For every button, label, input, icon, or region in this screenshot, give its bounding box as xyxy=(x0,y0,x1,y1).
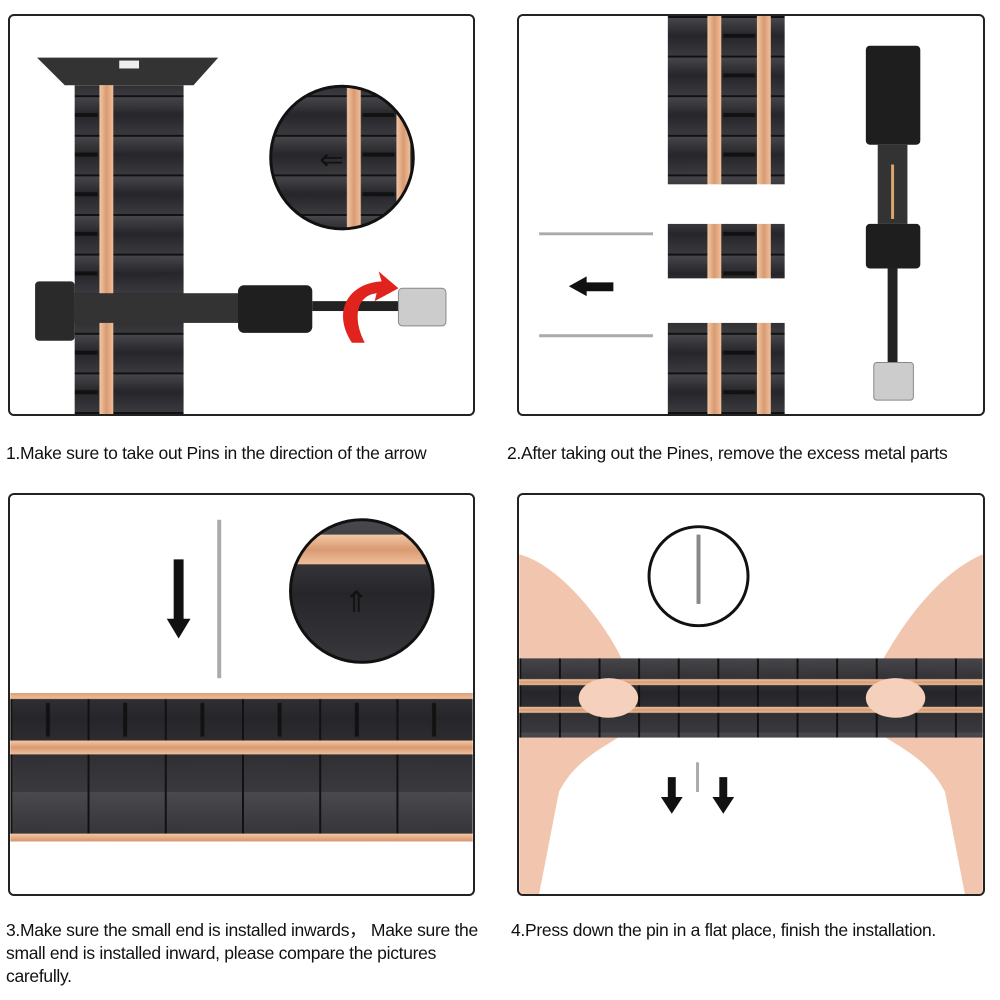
arrow-left-icon xyxy=(568,276,614,297)
step-1-image: ⇐ xyxy=(8,14,475,416)
step-2-image xyxy=(517,14,985,416)
zoom-circle: ⇐ xyxy=(269,84,415,231)
arrow-down-icon xyxy=(712,777,735,814)
band-upper-segment xyxy=(667,16,785,185)
step-2-caption: 2.After taking out the Pines, remove the… xyxy=(507,443,948,463)
arrow-down-icon xyxy=(660,777,683,814)
watch-band xyxy=(37,57,219,414)
pin-removal-tool xyxy=(865,45,921,401)
step-4-image xyxy=(517,493,985,896)
band-removed-link xyxy=(667,223,785,279)
band-lower-segment xyxy=(667,322,785,414)
zoom-circle xyxy=(647,525,750,628)
arrow-up-icon: ⇑ xyxy=(344,586,369,619)
arrow-down-icon xyxy=(166,559,191,639)
rotate-arrow-icon xyxy=(343,271,399,343)
zoom-circle: ⇑ xyxy=(289,518,435,664)
arrow-left-icon: ⇐ xyxy=(319,143,344,176)
step-4-caption: 4.Press down the pin in a flat place, fi… xyxy=(511,920,936,940)
step-3-image: ⇑ xyxy=(8,493,475,896)
step-3-caption: 3.Make sure the small end is installed i… xyxy=(6,920,478,986)
watch-band xyxy=(10,693,473,842)
step-1-caption: 1.Make sure to take out Pins in the dire… xyxy=(6,443,427,463)
